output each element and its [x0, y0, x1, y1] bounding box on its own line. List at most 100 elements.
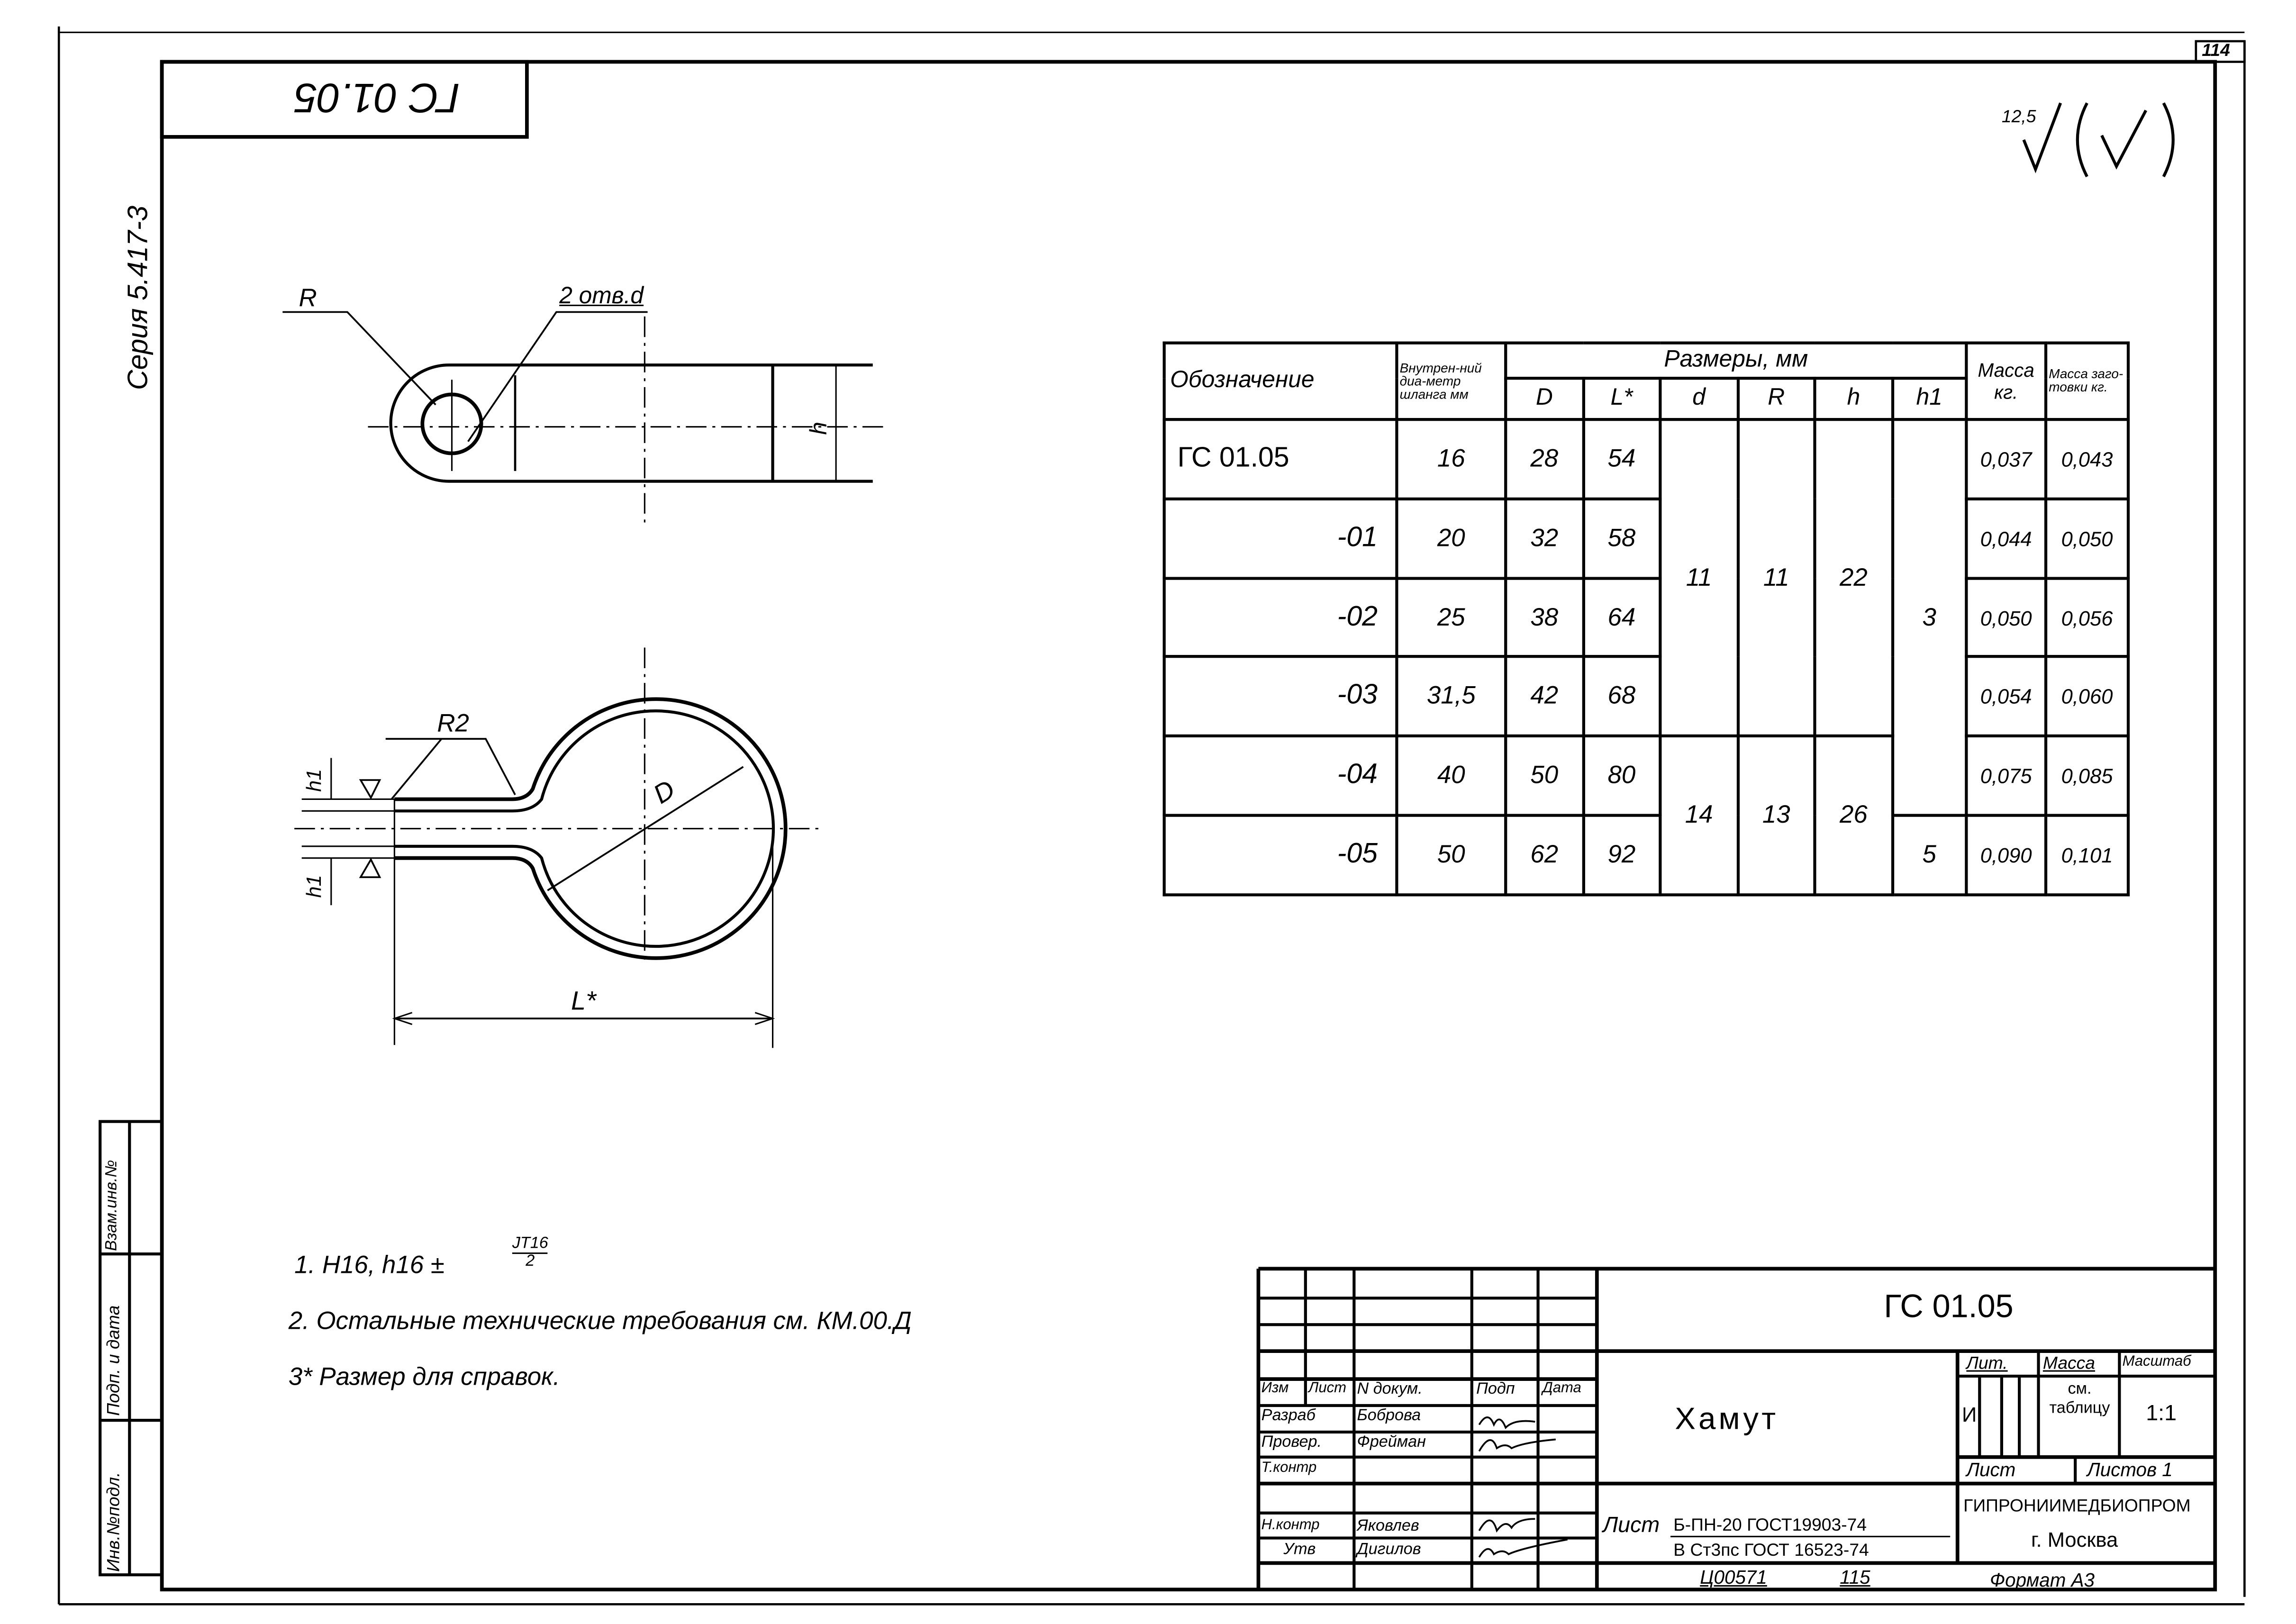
material-top: Б-ПН-20 ГОСТ19903-74 [1673, 1514, 1867, 1535]
table-row: -02 25 38 64 0,050 0,056 [1162, 576, 2130, 659]
cell-designation: -05 [1162, 814, 1398, 897]
name-norm-control: Яковлев [1357, 1517, 1419, 1535]
signature-checker [1478, 1438, 1556, 1452]
material-prefix: Лист [1603, 1513, 1660, 1538]
label-length: L* [571, 986, 596, 1016]
cell-L: 64 [1581, 576, 1662, 659]
scale-value: 1:1 [2146, 1401, 2177, 1426]
sheet-corner-number: 114 [2202, 39, 2230, 61]
header-d: d [1659, 377, 1739, 421]
cell-D: 50 [1504, 735, 1585, 817]
cell-inner: 40 [1395, 735, 1507, 817]
cell-blank-mass: 0,043 [2044, 418, 2130, 500]
header-h: h [1813, 377, 1894, 421]
signature-norm-control [1478, 1518, 1535, 1533]
main-frame [160, 60, 2217, 1592]
cell-mass: 0,050 [1965, 576, 2048, 659]
fraction-denominator: 2 [526, 1252, 535, 1270]
lit-value: И [1962, 1402, 1977, 1426]
fraction-numerator: JT16 [512, 1235, 548, 1254]
label-radius: R [299, 284, 317, 312]
col-header-sheet: Лист [1308, 1380, 1347, 1397]
name-developer: Боброва [1357, 1407, 1421, 1425]
label-r2: R2 [437, 709, 469, 738]
header-inner-diameter: Внутрен-ний диа-метр шланга мм [1395, 341, 1507, 421]
city: г. Москва [2031, 1527, 2118, 1551]
header-blank-mass: Масса заго-товки кг. [2044, 341, 2130, 421]
cell-D: 28 [1504, 418, 1585, 500]
name-approver: Дигилов [1357, 1541, 1421, 1559]
roughness-value: 12,5 [2001, 106, 2036, 127]
cell-mass: 0,044 [1965, 497, 2048, 580]
label-holes: 2 отв.d [559, 284, 644, 309]
col-header-change: Изм [1261, 1380, 1289, 1397]
note-1: 1. H16, h16 ± [294, 1251, 445, 1279]
cell-mass: 0,037 [1965, 418, 2048, 500]
table-row: -01 20 32 58 0,044 0,050 [1162, 497, 2130, 580]
cell-inner: 50 [1395, 814, 1507, 897]
col-header-signature: Подп [1476, 1380, 1515, 1398]
cell-D: 32 [1504, 497, 1585, 580]
header-D: D [1504, 377, 1585, 421]
sheet-label: Лист [1966, 1458, 2016, 1481]
cell-designation: ГС 01.05 [1162, 418, 1398, 500]
archive-number: Ц00571 [1700, 1566, 1767, 1588]
cell-blank-mass: 0,050 [2044, 497, 2130, 580]
cell-designation: -03 [1162, 655, 1398, 738]
archive-page: 115 [1840, 1566, 1870, 1588]
header-mass: Масса кг. [1965, 341, 2048, 421]
cell-h-group-b: 26 [1813, 735, 1894, 897]
scale-label: Масштаб [2122, 1354, 2191, 1370]
cell-L: 92 [1581, 814, 1662, 897]
role-approver: Утв [1283, 1541, 1316, 1559]
table-row: -04 40 50 80 14 13 26 0,075 0,085 [1162, 735, 2130, 897]
material-bottom: В Ст3пс ГОСТ 16523-74 [1673, 1539, 1869, 1560]
cell-inner: 31,5 [1395, 655, 1507, 738]
dimensions-table: Обозначение Внутрен-ний диа-метр шланга … [1162, 341, 2130, 897]
table-row: -05 50 62 92 5 0,090 0,101 [1162, 814, 2130, 897]
name-checker: Фрейман [1357, 1433, 1426, 1452]
header-dimensions: Размеры, мм [1504, 341, 1968, 380]
cell-h1-group-a: 3 [1890, 418, 1968, 817]
note-1-fraction: JT16 2 [512, 1235, 548, 1270]
cell-inner: 25 [1395, 576, 1507, 659]
mass-value: см. таблицу [2049, 1380, 2110, 1417]
col-header-doc-no: N докум. [1357, 1380, 1423, 1398]
header-R: R [1736, 377, 1816, 421]
cell-inner: 16 [1395, 418, 1507, 500]
note-3: 3* Размер для справок. [288, 1362, 560, 1391]
cell-L: 68 [1581, 655, 1662, 738]
note-2: 2. Остальные технические требования см. … [288, 1306, 912, 1335]
role-developer: Разраб [1261, 1407, 1316, 1425]
lit-label: Лит. [1966, 1352, 2008, 1373]
sheets-label: Листов 1 [2087, 1458, 2173, 1481]
title-name: Хамут [1675, 1402, 1779, 1437]
col-header-date: Дата [1542, 1380, 1581, 1397]
cell-mass: 0,054 [1965, 655, 2048, 738]
cell-L: 58 [1581, 497, 1662, 580]
cell-mass: 0,090 [1965, 814, 2048, 897]
mass-label: Масса [2042, 1352, 2096, 1373]
cell-L: 54 [1581, 418, 1662, 500]
cell-d-group-b: 14 [1659, 735, 1739, 897]
cell-h-group-a: 22 [1813, 418, 1894, 738]
cell-blank-mass: 0,101 [2044, 814, 2130, 897]
cell-L: 80 [1581, 735, 1662, 817]
top-stamp-box [160, 60, 529, 139]
signature-developer [1478, 1416, 1535, 1429]
role-norm-control: Н.контр [1261, 1517, 1320, 1534]
cell-designation: -04 [1162, 735, 1398, 817]
title-code: ГС 01.05 [1884, 1288, 2014, 1325]
cell-designation: -02 [1162, 576, 1398, 659]
cell-D: 38 [1504, 576, 1585, 659]
format-label: Формат А3 [1990, 1569, 2095, 1591]
cell-mass: 0,075 [1965, 735, 2048, 817]
cell-h1-group-b: 5 [1890, 814, 1968, 897]
table-row: ГС 01.05 16 28 54 11 11 22 3 0,037 0,043 [1162, 418, 2130, 817]
signature-approver [1478, 1538, 1568, 1558]
cell-blank-mass: 0,056 [2044, 576, 2130, 659]
table-row: -03 31,5 42 68 0,054 0,060 [1162, 655, 2130, 738]
cell-d-group-a: 11 [1659, 418, 1739, 738]
